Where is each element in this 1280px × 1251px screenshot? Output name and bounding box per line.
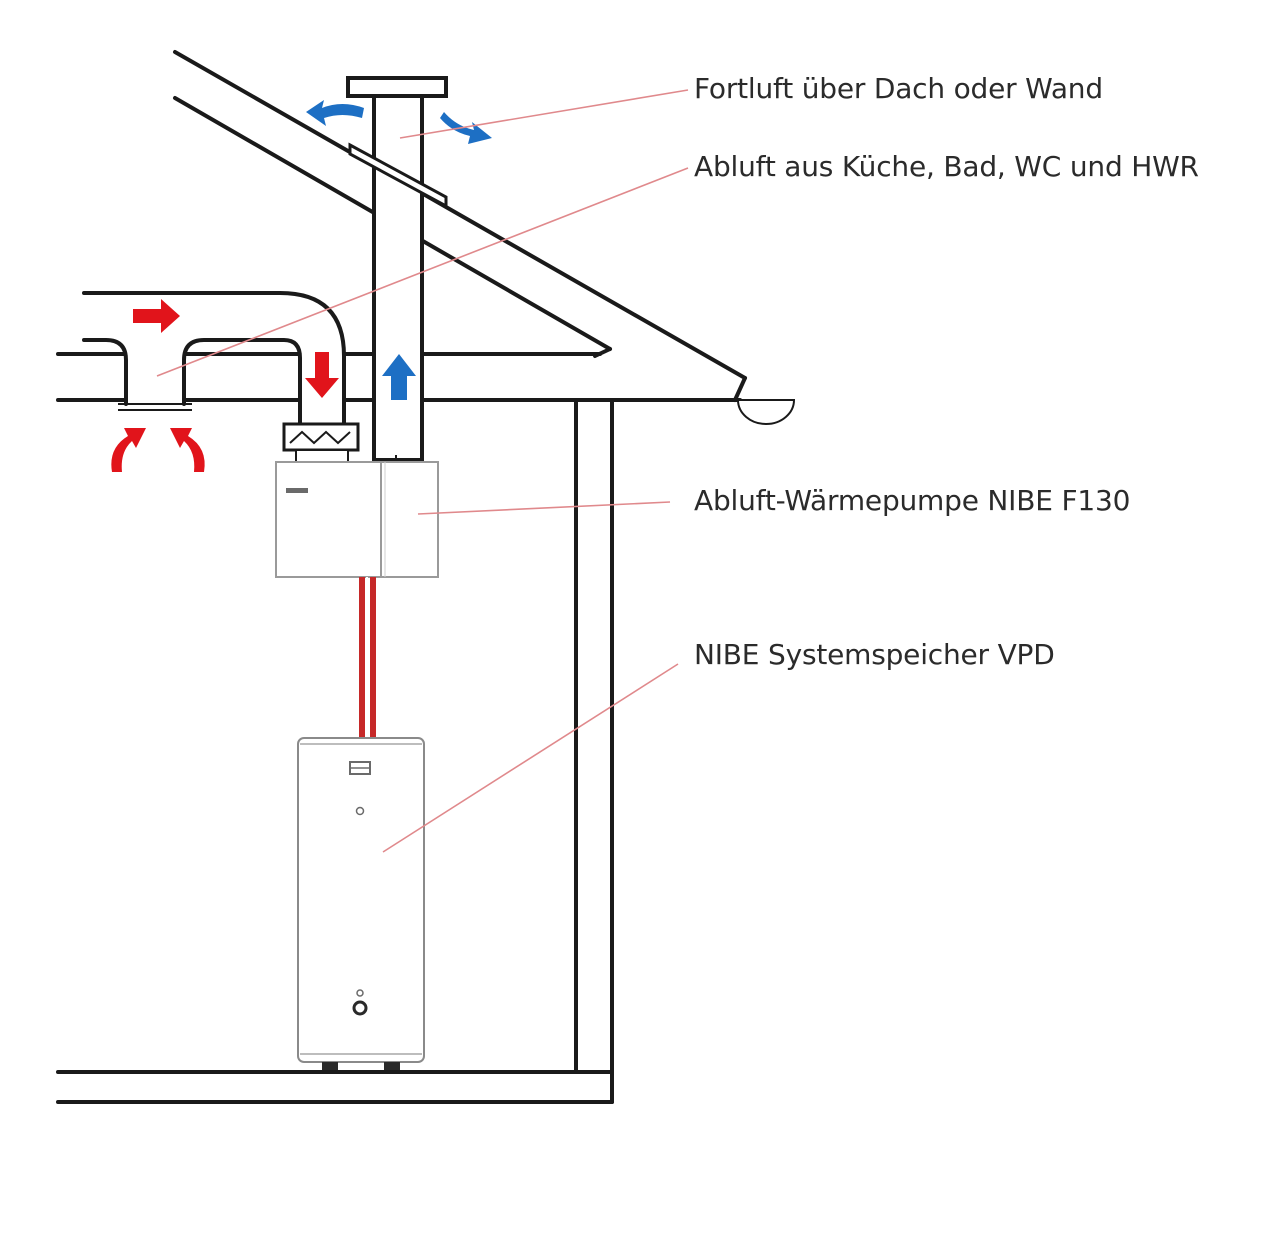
exhaust-stack xyxy=(346,76,448,462)
leader-waermepumpe xyxy=(417,501,671,515)
connection-pipes xyxy=(359,577,376,738)
gutter xyxy=(736,399,796,425)
label-abluft: Abluft aus Küche, Bad, WC und HWR xyxy=(694,150,1199,183)
intake-arrow-right-icon xyxy=(170,428,205,472)
exhaust-arrow-right-icon xyxy=(440,112,492,144)
label-waermepumpe: Abluft-Wärmepumpe NIBE F130 xyxy=(694,484,1131,517)
warm-air-arrow-down-icon xyxy=(305,352,339,398)
leader-speicher xyxy=(382,663,679,853)
storage-tank-vpd xyxy=(297,737,425,1070)
warm-air-arrow-right-icon xyxy=(133,299,180,333)
label-fortluft: Fortluft über Dach oder Wand xyxy=(694,72,1103,105)
leader-lines xyxy=(156,89,689,853)
walls xyxy=(56,398,614,1104)
leader-abluft xyxy=(156,167,689,377)
heat-pump-f130 xyxy=(275,461,439,578)
exhaust-arrow-up-icon xyxy=(382,354,416,400)
nibe-logo xyxy=(286,488,308,493)
leader-fortluft xyxy=(399,89,689,139)
intake-arrow-left-icon xyxy=(111,428,146,472)
exhaust-arrow-left-icon xyxy=(306,100,364,126)
label-speicher: NIBE Systemspeicher VPD xyxy=(694,638,1055,671)
